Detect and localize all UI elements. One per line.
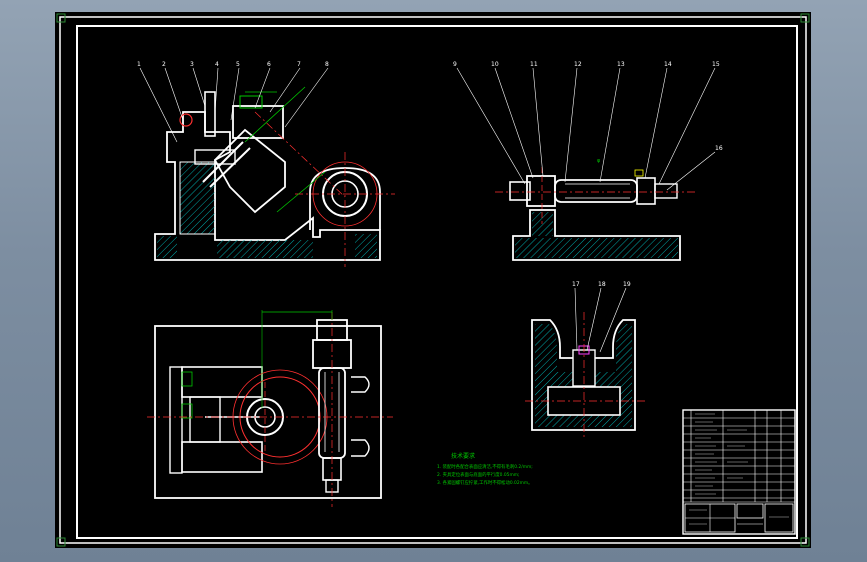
section-balloons: 17 18 19 <box>572 281 631 288</box>
balloon-label: 7 <box>297 61 301 68</box>
top-view[interactable] <box>147 310 393 507</box>
section-view[interactable] <box>525 312 645 437</box>
balloon-label: 11 <box>530 61 538 68</box>
balloon-label: 8 <box>325 61 329 68</box>
parts-list-grid <box>683 410 795 503</box>
balloon-label: 5 <box>236 61 240 68</box>
side-view-leaders <box>456 67 716 191</box>
balloon-label: 10 <box>491 61 499 68</box>
balloon-label: 17 <box>572 281 580 288</box>
notes-line: 1. 装配时各配合表面应清洁,不得有毛刺0.2/mm; <box>437 463 533 470</box>
front-view[interactable] <box>154 86 395 267</box>
title-block-footer <box>684 503 794 533</box>
drawing-canvas[interactable]: 1 2 3 4 5 6 7 8 <box>55 12 811 548</box>
balloon-label: 9 <box>453 61 457 68</box>
outer-border <box>59 16 807 544</box>
title-block[interactable] <box>682 409 796 535</box>
balloon-label: 4 <box>215 61 219 68</box>
notes-title: 技术要求 <box>451 452 475 460</box>
title-block-text-marks <box>689 413 789 525</box>
inner-border <box>76 25 798 539</box>
front-view-leaders <box>139 67 329 143</box>
technical-notes[interactable]: 技术要求 1. 装配时各配合表面应清洁,不得有毛刺0.2/mm; 2. 夹具定位… <box>437 452 533 486</box>
notes-line: 2. 夹具定位表面与底面的平行度0.05mm; <box>437 471 519 478</box>
balloon-label: 18 <box>598 281 606 288</box>
balloon-label: 12 <box>574 61 582 68</box>
side-view[interactable] <box>495 167 695 261</box>
side-annotation: φ <box>597 158 601 164</box>
balloon-label: 19 <box>623 281 631 288</box>
balloon-label: 6 <box>267 61 271 68</box>
balloon-label: 14 <box>664 61 672 68</box>
balloon-label: 15 <box>712 61 720 68</box>
balloon-label: 1 <box>137 61 141 68</box>
corner-marks <box>56 13 810 547</box>
drawing-svg: 1 2 3 4 5 6 7 8 <box>56 13 810 547</box>
balloon-label: 16 <box>715 145 723 152</box>
balloon-label: 2 <box>162 61 166 68</box>
front-view-balloons: 1 2 3 4 5 6 7 8 <box>137 61 329 68</box>
balloon-label: 13 <box>617 61 625 68</box>
balloon-label: 3 <box>190 61 194 68</box>
side-view-balloons: 9 10 11 12 13 14 15 16 <box>453 61 723 152</box>
section-leaders <box>574 287 627 353</box>
notes-line: 3. 各紧固螺钉应拧紧,工作时不得松动0.02mm。 <box>437 479 533 486</box>
